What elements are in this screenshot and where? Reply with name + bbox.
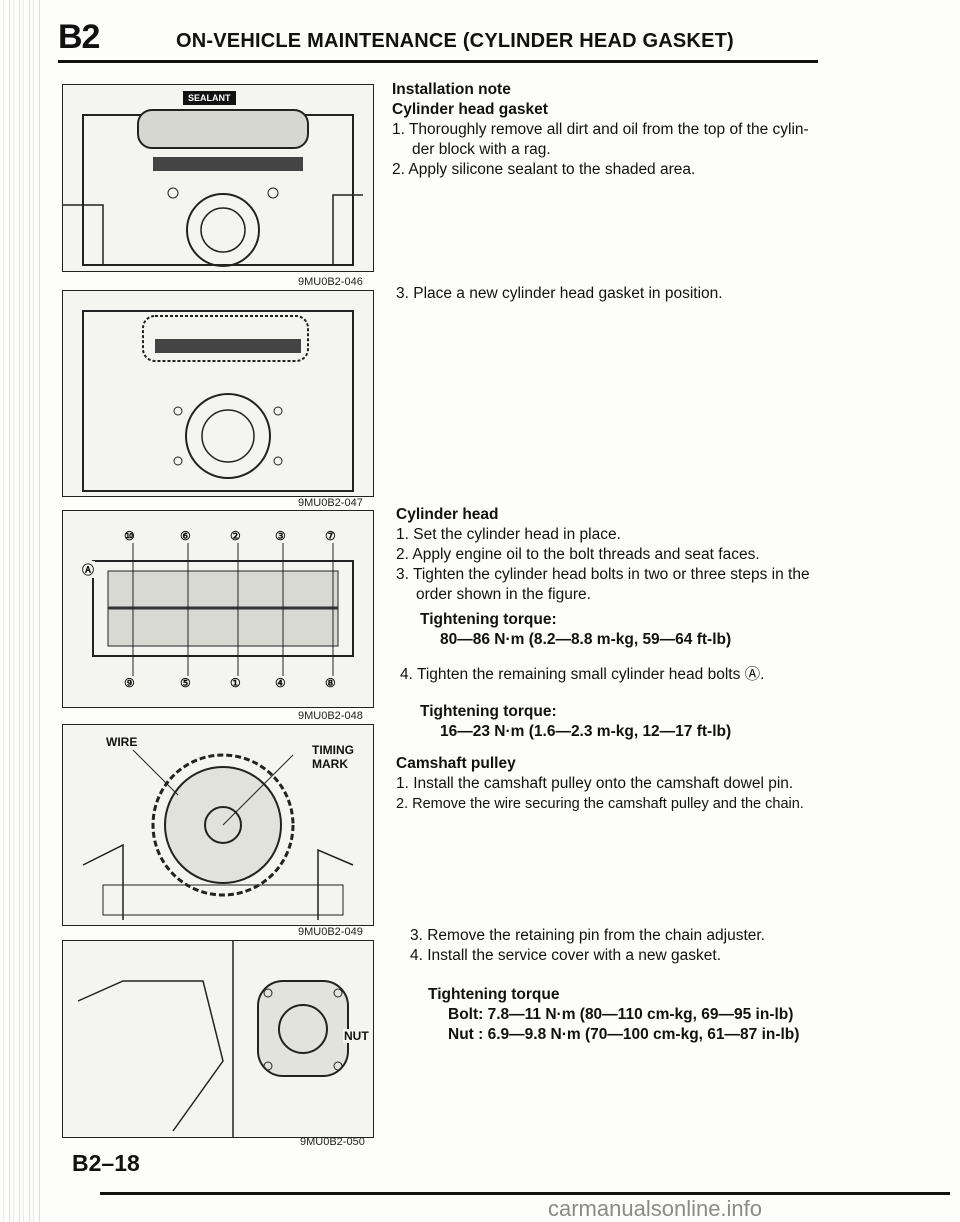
bolt-order-mark: ⑩ <box>123 529 136 543</box>
step-text: 2. Remove the wire securing the camshaft… <box>396 796 804 812</box>
gasket-illustration <box>82 310 354 492</box>
page-title: ON-VEHICLE MAINTENANCE (CYLINDER HEAD GA… <box>176 30 734 52</box>
bolt-order-mark: ④ <box>274 676 287 690</box>
engine-block-illustration <box>63 109 363 267</box>
bolt-order-mark: ⑦ <box>324 529 337 543</box>
step-text: 4. Tighten the remaining small cylinder … <box>400 666 765 683</box>
figure-camshaft-pulley: WIRE TIMING MARK <box>62 724 374 926</box>
cylinder-head-bolts-illustration <box>92 541 354 681</box>
subsection-heading: Camshaft pulley <box>396 755 516 772</box>
figure-code: 9MU0B2-049 <box>298 926 363 938</box>
camshaft-pulley-illustration <box>82 749 354 920</box>
torque-value: 16—23 N·m (1.6—2.3 m-kg, 12—17 ft-lb) <box>440 723 732 740</box>
subsection-heading: Cylinder head gasket <box>392 101 548 118</box>
bolt-order-mark: ⑥ <box>179 529 192 543</box>
sealant-badge: SEALANT <box>183 91 236 105</box>
torque-bolt-value: Bolt: 7.8—11 N·m (80—110 cm-kg, 69—95 in… <box>448 1006 794 1023</box>
figure-code: 9MU0B2-046 <box>298 276 363 288</box>
bolt-order-mark: ⑨ <box>123 676 136 690</box>
step-text: der block with a rag. <box>412 141 551 158</box>
step-text: 1. Install the camshaft pulley onto the … <box>396 775 794 792</box>
footer-divider <box>100 1192 950 1195</box>
bolt-order-mark: ③ <box>274 529 287 543</box>
bolt-order-mark: ② <box>229 529 242 543</box>
binding-edge <box>0 0 40 1222</box>
torque-label: Tightening torque: <box>420 703 557 720</box>
step-text: 1. Set the cylinder head in place. <box>396 526 621 543</box>
figure-code: 9MU0B2-047 <box>298 497 363 509</box>
bolt-order-mark: ⑧ <box>324 676 337 690</box>
step-text: 3. Remove the retaining pin from the cha… <box>410 927 765 944</box>
step-text: 1. Thoroughly remove all dirt and oil fr… <box>392 121 809 138</box>
torque-spec-3: Tightening torque Bolt: 7.8—11 N·m (80—1… <box>428 985 848 1045</box>
page-number: B2–18 <box>72 1150 140 1176</box>
torque-nut-value: Nut : 6.9—9.8 N·m (70—100 cm-kg, 61—87 i… <box>448 1026 800 1043</box>
torque-label: Tightening torque: <box>420 611 557 628</box>
wire-label: WIRE <box>105 735 139 749</box>
camshaft-steps-cont: 3. Remove the retaining pin from the cha… <box>410 926 840 966</box>
nut-label: NUT <box>343 1029 370 1043</box>
torque-label: Tightening torque <box>428 986 560 1003</box>
torque-spec-1: Tightening torque: 80—86 N·m (8.2—8.8 m-… <box>420 610 840 650</box>
watermark: carmanualsonline.info <box>548 1196 763 1221</box>
installation-block: Installation note Cylinder head gasket 1… <box>392 80 832 180</box>
camshaft-block: Camshaft pulley 1. Install the camshaft … <box>396 754 846 814</box>
figure-code: 9MU0B2-050 <box>300 1136 365 1148</box>
service-cover-illustration <box>77 941 349 1137</box>
step-text: 2. Apply silicone sealant to the shaded … <box>392 161 696 178</box>
step-text: 3. Tighten the cylinder head bolts in tw… <box>396 566 810 583</box>
cylinder-head-block: Cylinder head 1. Set the cylinder head i… <box>396 505 836 605</box>
section-number: B2 <box>58 18 100 56</box>
small-bolt-mark: Ⓐ <box>81 561 96 578</box>
step-text: order shown in the figure. <box>416 586 591 603</box>
step-text: 3. Place a new cylinder head gasket in p… <box>396 285 723 302</box>
timing-mark-label-line2: MARK <box>311 757 349 771</box>
timing-mark-label-line1: TIMING <box>311 743 355 757</box>
figure-service-cover: NUT <box>62 940 374 1138</box>
torque-spec-2: Tightening torque: 16—23 N·m (1.6—2.3 m-… <box>420 702 840 742</box>
figure-sealant-area: SEALANT <box>62 84 374 272</box>
figure-code: 9MU0B2-048 <box>298 710 363 722</box>
header-divider <box>58 60 818 63</box>
step-text: 2. Apply engine oil to the bolt threads … <box>396 546 760 563</box>
bolt-order-mark: ⑤ <box>179 676 192 690</box>
torque-value: 80—86 N·m (8.2—8.8 m-kg, 59—64 ft-lb) <box>440 631 732 648</box>
figure-new-gasket <box>62 290 374 497</box>
step-text: 4. Install the service cover with a new … <box>410 947 722 964</box>
subsection-heading: Cylinder head <box>396 506 499 523</box>
bolt-order-mark: ① <box>229 676 242 690</box>
section-heading: Installation note <box>392 81 511 98</box>
figure-tightening-order: ⑩ ⑥ ② ③ ⑦ ⑨ ⑤ ① ④ ⑧ Ⓐ <box>62 510 374 708</box>
